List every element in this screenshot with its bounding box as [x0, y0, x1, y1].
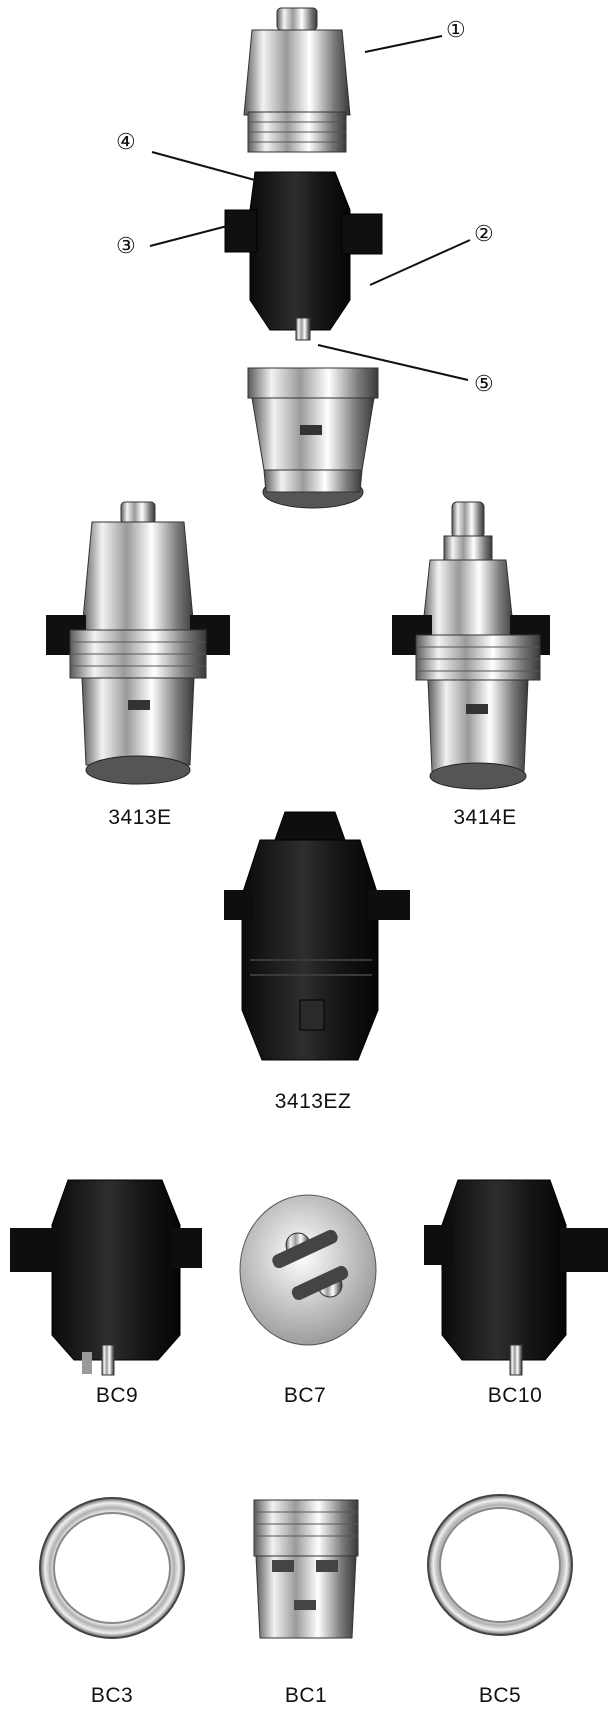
product-3413E-image — [46, 501, 230, 785]
callout-4: ④ — [116, 130, 136, 155]
product-3414E-image — [392, 501, 550, 790]
label-BC5: BC5 — [478, 1684, 522, 1707]
label-BC9: BC9 — [95, 1384, 139, 1407]
callout-5: ⑤ — [474, 372, 494, 397]
callout-2: ② — [474, 222, 494, 247]
product-BC3-image — [39, 1497, 185, 1639]
callout-1: ① — [446, 18, 466, 43]
exploded-switch-body — [224, 171, 383, 341]
product-BC10-image — [424, 1179, 608, 1376]
exploded-bayonet-shell — [247, 367, 379, 509]
product-BC1-image — [253, 1499, 359, 1639]
product-BC7-image — [239, 1194, 377, 1346]
label-BC10: BC10 — [487, 1384, 543, 1407]
label-BC3: BC3 — [90, 1684, 134, 1707]
exploded-top-cap — [243, 7, 351, 153]
product-BC9-image — [10, 1179, 202, 1376]
callout-3: ③ — [116, 234, 136, 259]
label-3414E: 3414E — [453, 806, 517, 829]
product-BC5-image — [427, 1494, 573, 1636]
label-BC7: BC7 — [283, 1384, 327, 1407]
label-BC1: BC1 — [284, 1684, 328, 1707]
product-3413EZ-image — [224, 811, 410, 1061]
label-3413E: 3413E — [108, 806, 172, 829]
callout-leaders — [149, 35, 471, 381]
label-3413EZ: 3413EZ — [274, 1090, 352, 1113]
